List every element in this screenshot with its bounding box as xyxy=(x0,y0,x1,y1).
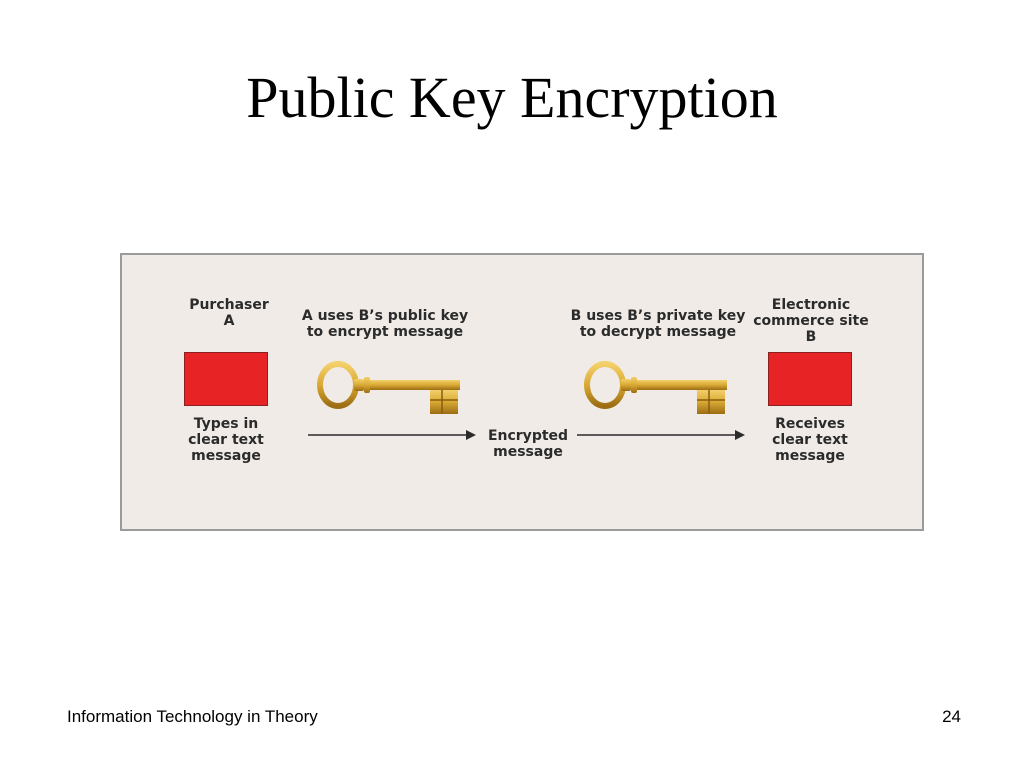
site-desc-line2: clear text xyxy=(772,432,848,448)
encrypt-step-label: A uses B’s public key to encrypt message xyxy=(290,308,480,340)
purchaser-label: Purchaser A xyxy=(174,297,284,329)
site-label: Electronic commerce site B xyxy=(748,297,874,345)
purchaser-desc-line1: Types in xyxy=(193,416,259,432)
private-key-icon xyxy=(584,361,727,414)
site-desc-line3: message xyxy=(775,448,845,464)
purchaser-box xyxy=(184,352,268,406)
diagram-panel: Purchaser A Types in clear text message … xyxy=(120,253,924,531)
footer-course-title: Information Technology in Theory xyxy=(67,707,318,726)
purchaser-desc-line3: message xyxy=(191,448,261,464)
purchaser-description: Types in clear text message xyxy=(174,416,278,464)
encrypted-message-line2: message xyxy=(493,444,563,460)
arrow-to-encrypted xyxy=(308,430,476,440)
site-description: Receives clear text message xyxy=(758,416,862,464)
purchaser-desc-line2: clear text xyxy=(188,432,264,448)
encrypt-step-line2: to encrypt message xyxy=(306,324,464,340)
decrypt-step-line2: to decrypt message xyxy=(579,324,737,340)
site-label-line2: commerce site xyxy=(753,313,869,329)
site-desc-line1: Receives xyxy=(775,416,845,432)
decrypt-step-label: B uses B’s private key to decrypt messag… xyxy=(558,308,758,340)
encrypted-message-line1: Encrypted xyxy=(487,428,569,444)
purchaser-label-line2: A xyxy=(223,313,235,329)
decrypt-step-line1: B uses B’s private key xyxy=(570,308,746,324)
encrypted-message-label: Encrypted message xyxy=(480,428,576,460)
site-label-line3: B xyxy=(805,329,817,345)
site-box xyxy=(768,352,852,406)
purchaser-label-line1: Purchaser xyxy=(189,297,269,313)
arrow-to-site xyxy=(577,430,745,440)
encrypt-step-line1: A uses B’s public key xyxy=(301,308,469,324)
slide-title: Public Key Encryption xyxy=(246,65,778,130)
public-key-icon xyxy=(317,361,460,414)
site-label-line1: Electronic xyxy=(771,297,851,313)
page-number: 24 xyxy=(942,707,961,726)
